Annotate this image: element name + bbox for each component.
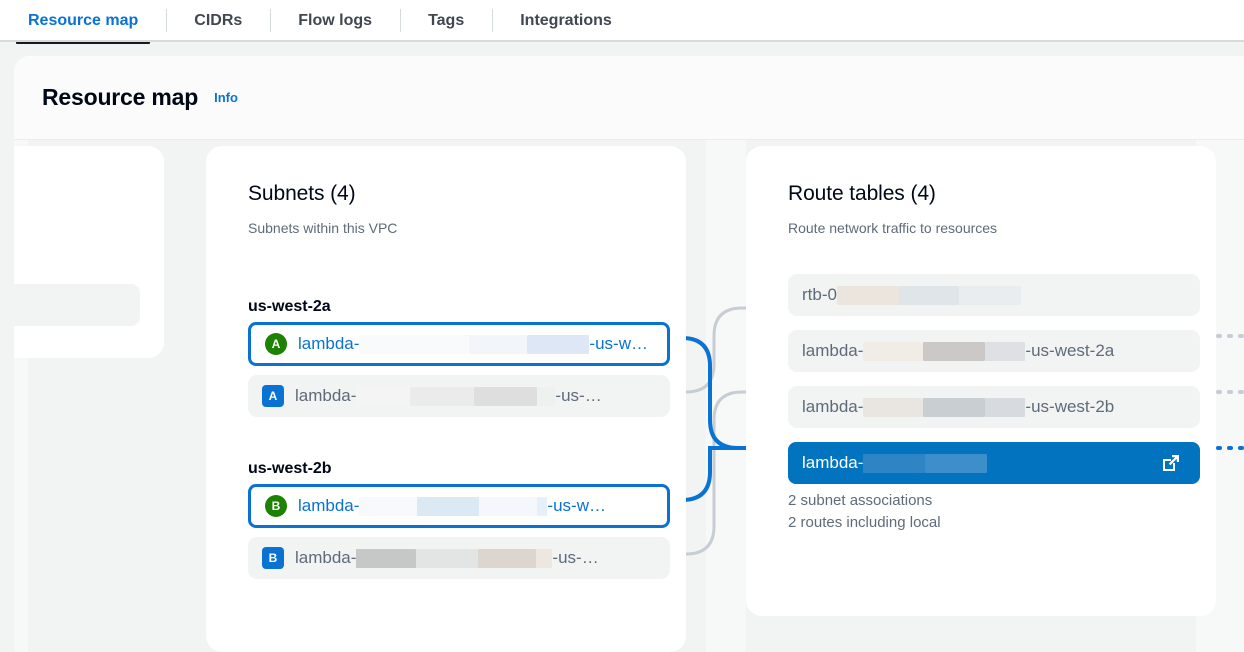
route-tables-card-subtitle: Route network traffic to resources (788, 220, 998, 236)
route-table-row-2b[interactable]: lambda- -us-west-2b (788, 386, 1200, 428)
az-badge-b-green: B (265, 495, 287, 517)
redacted-text (527, 334, 590, 354)
route-table-name-prefix: lambda- (802, 341, 864, 360)
redacted-text (958, 285, 1021, 305)
subnet-row-selected-b[interactable]: B lambda- -us-w… (248, 484, 670, 528)
redacted-text (863, 397, 924, 417)
redacted-text (836, 285, 899, 305)
redacted-text (863, 453, 926, 473)
subnets-card-title: Subnets (4) (248, 182, 356, 205)
info-link[interactable]: Info (214, 90, 238, 105)
redacted-text (925, 453, 988, 473)
subnet-name-prefix: lambda- (295, 386, 357, 405)
route-table-name-prefix: rtb-0 (802, 285, 837, 304)
redacted-text (478, 548, 537, 568)
route-table-detail-subnet-associations: 2 subnet associations (788, 492, 933, 509)
subnet-name-suffix: -us-w… (589, 334, 648, 353)
redacted-text (359, 334, 470, 354)
az-badge-a-green: A (265, 333, 287, 355)
subnets-card: Subnets (4) Subnets within this VPC us-w… (206, 146, 686, 652)
route-table-name-prefix: lambda- (802, 453, 864, 472)
tab-label: Integrations (520, 12, 612, 29)
route-table-name-suffix: -us-west-2a (1025, 341, 1115, 360)
az-badge-a-blue: A (262, 385, 284, 407)
route-tables-card-title: Route tables (4) (788, 182, 936, 205)
panel-header: Resource map Info (14, 56, 1244, 140)
route-table-row-selected[interactable]: lambda- (788, 442, 1200, 484)
subnet-row-a-2[interactable]: A lambda- -us-… (248, 375, 670, 417)
subnet-row-selected-a[interactable]: A lambda- -us-w… (248, 322, 670, 366)
redacted-text (536, 548, 553, 568)
page-title: Resource map (42, 84, 199, 110)
resource-map-canvas: Subnets (4) Subnets within this VPC us-w… (14, 140, 1244, 652)
tab-label: Flow logs (298, 12, 373, 29)
redacted-text (985, 397, 1026, 417)
subnet-name-suffix: -us-w… (547, 496, 606, 515)
redacted-text (416, 548, 479, 568)
redacted-text (923, 341, 986, 361)
tab-cidrs[interactable]: CIDRs (166, 0, 270, 42)
redacted-text (537, 386, 556, 406)
tab-resource-map[interactable]: Resource map (0, 0, 166, 44)
row-clipped[interactable] (14, 284, 140, 326)
az-label-us-west-2b: us-west-2b (248, 460, 332, 477)
subnet-name-suffix: -us-… (555, 386, 602, 405)
redacted-text (356, 548, 417, 568)
redacted-text (410, 386, 475, 406)
vpc-card-clipped[interactable] (14, 146, 164, 358)
redacted-text (356, 386, 411, 406)
subnet-name-prefix: lambda- (295, 548, 357, 567)
route-table-row-2a[interactable]: lambda- -us-west-2a (788, 330, 1200, 372)
connector-lines (653, 306, 1244, 556)
tab-label: Resource map (28, 12, 139, 29)
redacted-text (359, 496, 418, 516)
route-table-row-rtb[interactable]: rtb-0 (788, 274, 1200, 316)
subnet-row-b-2[interactable]: B lambda- -us-… (248, 537, 670, 579)
resource-map-panel: Resource map Info (14, 56, 1244, 652)
route-table-name-suffix: -us-west-2b (1025, 397, 1115, 416)
redacted-text (863, 341, 924, 361)
tab-integrations[interactable]: Integrations (492, 0, 640, 42)
route-table-detail-routes: 2 routes including local (788, 514, 941, 531)
redacted-text (469, 334, 528, 354)
tab-bar: Resource map CIDRs Flow logs Tags Integr… (0, 0, 1244, 44)
tab-label: Tags (428, 12, 465, 29)
redacted-text (923, 397, 986, 417)
route-tables-card: Route tables (4) Route network traffic t… (746, 146, 1216, 616)
tab-bar-divider (0, 40, 1244, 42)
tab-flow-logs[interactable]: Flow logs (270, 0, 400, 42)
redacted-text (417, 496, 480, 516)
subnets-card-subtitle: Subnets within this VPC (248, 220, 398, 236)
redacted-text (537, 496, 548, 516)
subnet-name-prefix: lambda- (298, 334, 360, 353)
route-table-name-prefix: lambda- (802, 397, 864, 416)
tab-tags[interactable]: Tags (400, 0, 492, 42)
redacted-text (985, 341, 1026, 361)
az-label-us-west-2a: us-west-2a (248, 298, 331, 315)
subnet-name-suffix: -us-… (552, 548, 599, 567)
external-link-icon[interactable] (1160, 452, 1182, 474)
redacted-text (898, 285, 959, 305)
redacted-text (479, 496, 538, 516)
az-badge-b-blue: B (262, 547, 284, 569)
subnet-name-prefix: lambda- (298, 496, 360, 515)
redacted-text (474, 386, 538, 406)
tab-label: CIDRs (194, 12, 243, 29)
